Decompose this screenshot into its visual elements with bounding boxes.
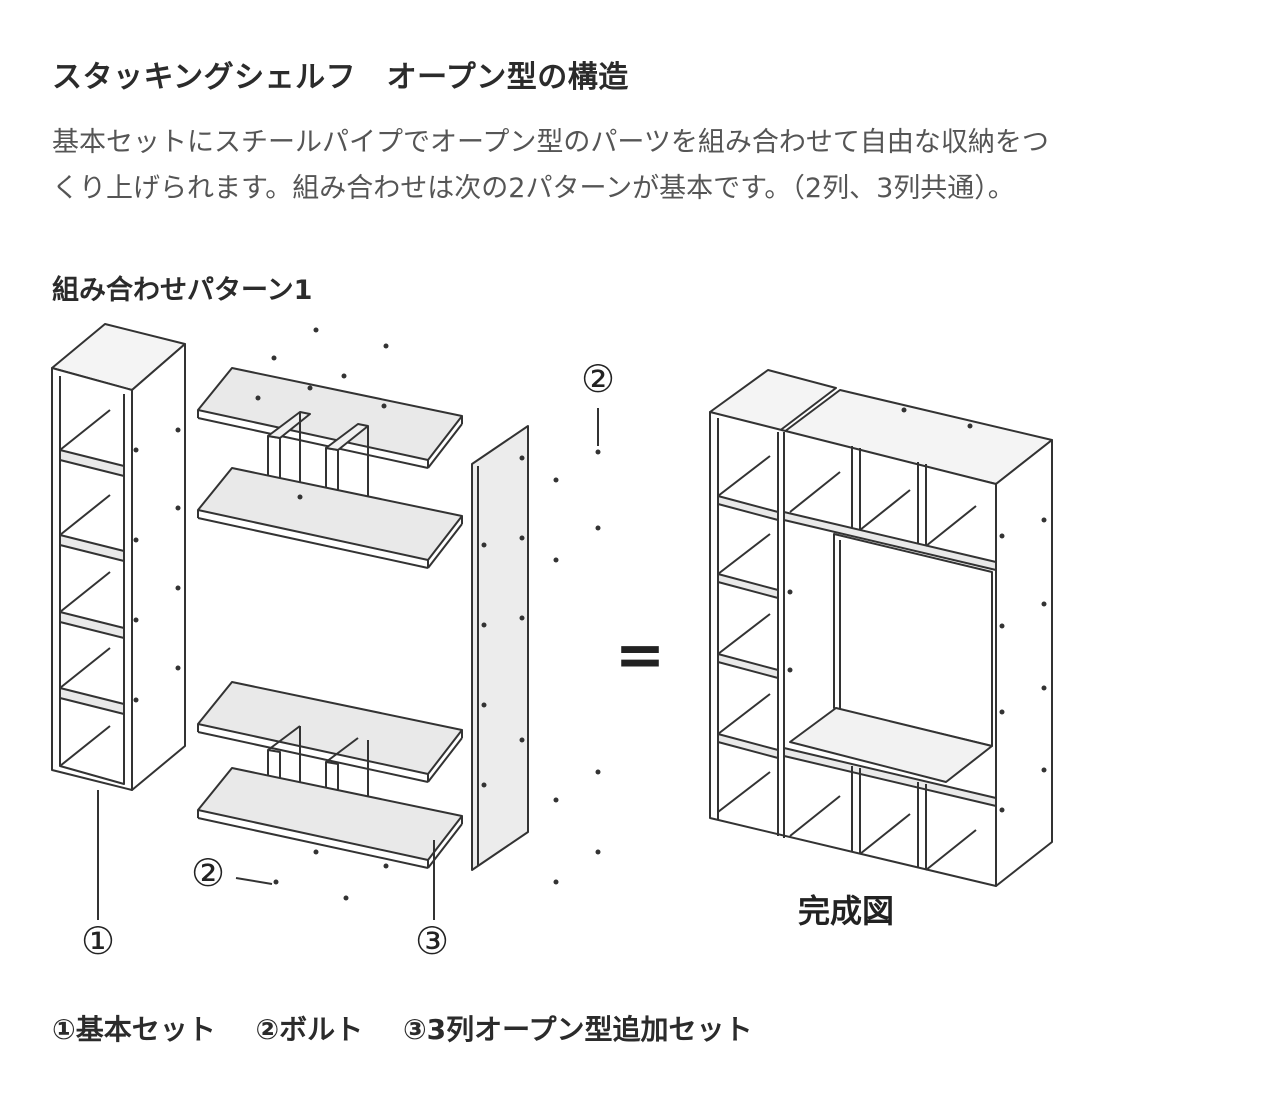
basic-set-shelf bbox=[51, 323, 186, 920]
description: 基本セットにスチールパイプでオープン型のパーツを組み合わせて自由な収納をつ くり… bbox=[52, 120, 1172, 212]
legend-basic-set: ①基本セット bbox=[52, 1013, 216, 1046]
completed-label: 完成図 bbox=[798, 892, 894, 930]
description-line-2: くり上げられます。組み合わせは次の2パターンが基本です。（2列、3列共通）。 bbox=[52, 173, 1015, 204]
label-bolt-bottom: ② bbox=[191, 851, 225, 895]
page-title: スタッキングシェルフ オープン型の構造 bbox=[52, 60, 629, 95]
side-panel bbox=[471, 425, 529, 871]
bolt-dots bbox=[553, 449, 601, 885]
label-basic-set: ① bbox=[81, 919, 115, 963]
assembly-diagram: = ① ② ② ③ 完成図 bbox=[51, 323, 1053, 963]
legend-open-set: ③3列オープン型追加セット bbox=[402, 1013, 753, 1046]
legend: ①基本セット ②ボルト ③3列オープン型追加セット bbox=[52, 1008, 782, 1048]
equals-sign: = bbox=[615, 620, 665, 690]
completed-shelf bbox=[709, 369, 1053, 887]
label-open-set: ③ bbox=[415, 919, 449, 963]
label-bolt-top: ② bbox=[581, 357, 615, 401]
open-module-lower bbox=[197, 681, 463, 920]
open-module-upper bbox=[197, 327, 463, 569]
pattern-title: 組み合わせパターン1 bbox=[52, 275, 313, 306]
description-line-1: 基本セットにスチールパイプでオープン型のパーツを組み合わせて自由な収納をつ bbox=[52, 127, 1049, 158]
legend-bolt: ②ボルト bbox=[255, 1013, 364, 1046]
